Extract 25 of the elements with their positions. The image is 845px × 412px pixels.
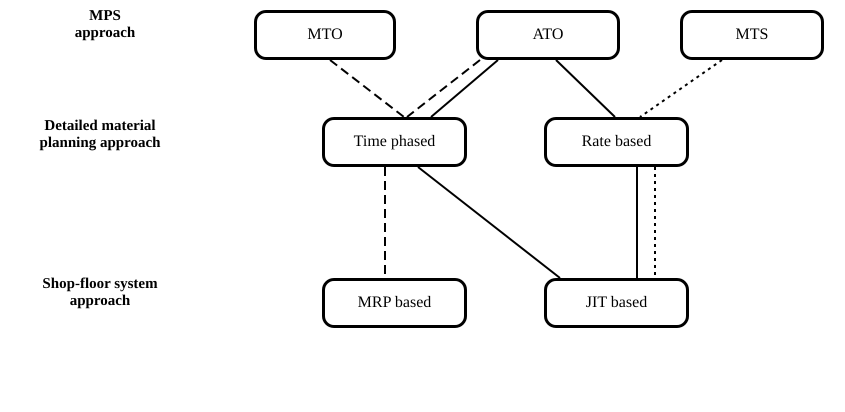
connector-line [636,167,638,278]
connector-line [555,59,616,118]
box-label: Rate based [582,133,652,151]
box-label: MTO [307,26,343,44]
row-label: MPS approach [74,8,136,42]
process-box [544,117,689,167]
box-label: ATO [532,26,564,44]
box-label: MTS [736,26,768,44]
box-label: Time phased [354,133,436,151]
process-box [680,10,824,60]
connector-line [406,59,481,118]
process-box [322,278,467,328]
connector-line [639,59,723,118]
process-box [544,278,689,328]
connector-line [417,166,561,279]
connector-line [654,167,656,278]
connector-line [329,59,405,118]
connector-line [430,59,499,118]
box-label: MRP based [358,294,432,312]
process-box [476,10,620,60]
row-label: Shop-floor system approach [41,276,159,310]
row-label: Detailed material planning approach [38,118,162,152]
process-box [254,10,396,60]
box-label: JIT based [586,294,648,312]
process-box [322,117,467,167]
